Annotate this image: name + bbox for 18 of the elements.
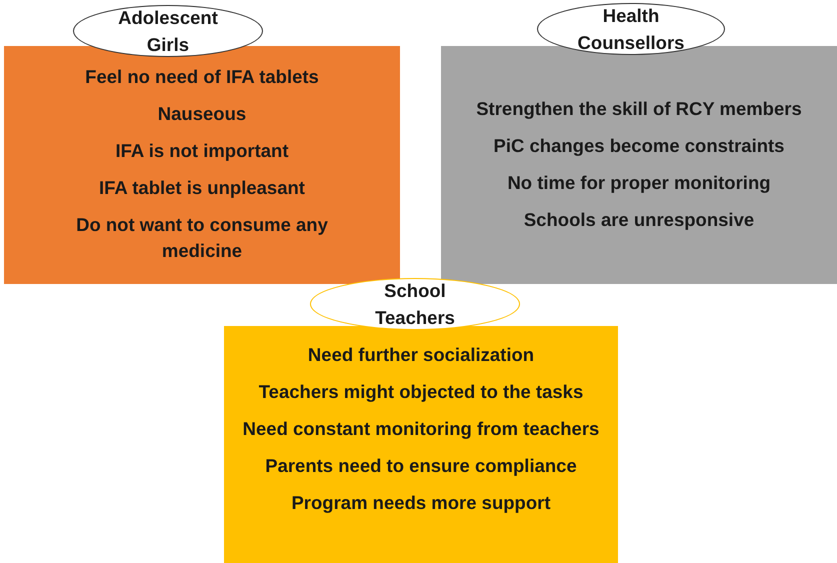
list-item: Schools are unresponsive	[524, 208, 754, 232]
list-item: IFA is not important	[115, 139, 288, 163]
list-item: Parents need to ensure compliance	[265, 454, 577, 478]
list-item: Nauseous	[158, 102, 246, 126]
list-item: Feel no need of IFA tablets	[85, 65, 319, 89]
list-item: Program needs more support	[291, 491, 551, 515]
heading-text: Health Counsellors	[576, 4, 686, 55]
heading-text: Adolescent Girls	[117, 6, 219, 57]
list-item: No time for proper monitoring	[507, 171, 771, 195]
list-item: IFA tablet is unpleasant	[99, 176, 305, 200]
heading-text: School Teachers	[374, 279, 456, 330]
list-item: PiC changes become constraints	[494, 134, 784, 158]
list-item: Do not want to consume any medicine	[75, 213, 329, 263]
list-item: Need constant monitoring from teachers	[242, 417, 600, 441]
list-item: Need further socialization	[308, 343, 534, 367]
list-item: Teachers might objected to the tasks	[258, 380, 584, 404]
category-panel	[224, 326, 618, 563]
list-item: Strengthen the skill of RCY members	[476, 97, 802, 121]
